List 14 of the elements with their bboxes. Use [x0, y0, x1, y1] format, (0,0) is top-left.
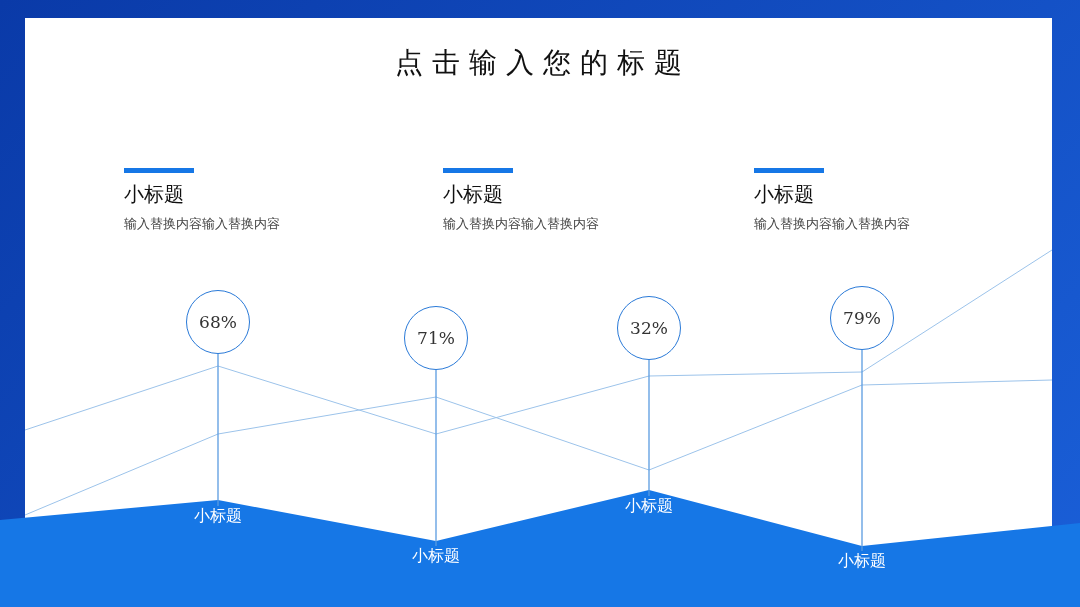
slide-title: 点 击 输 入 您 的 标 题: [394, 45, 683, 81]
body-text: 输入替换内容输入替换内容: [124, 215, 281, 233]
body-text: 输入替换内容输入替换内容: [443, 215, 600, 233]
point-label: 小标题: [609, 496, 689, 517]
point-label: 小标题: [178, 506, 258, 527]
body-text: 输入替换内容输入替换内容: [754, 215, 911, 233]
connector-line: [435, 369, 437, 547]
point-label: 小标题: [822, 551, 902, 572]
section-heading: 小标题: [124, 181, 184, 208]
connector-line: [648, 359, 650, 497]
point-label: 小标题: [396, 546, 476, 567]
connector-line: [217, 353, 219, 507]
section-heading: 小标题: [754, 181, 814, 208]
section-heading: 小标题: [443, 181, 503, 208]
